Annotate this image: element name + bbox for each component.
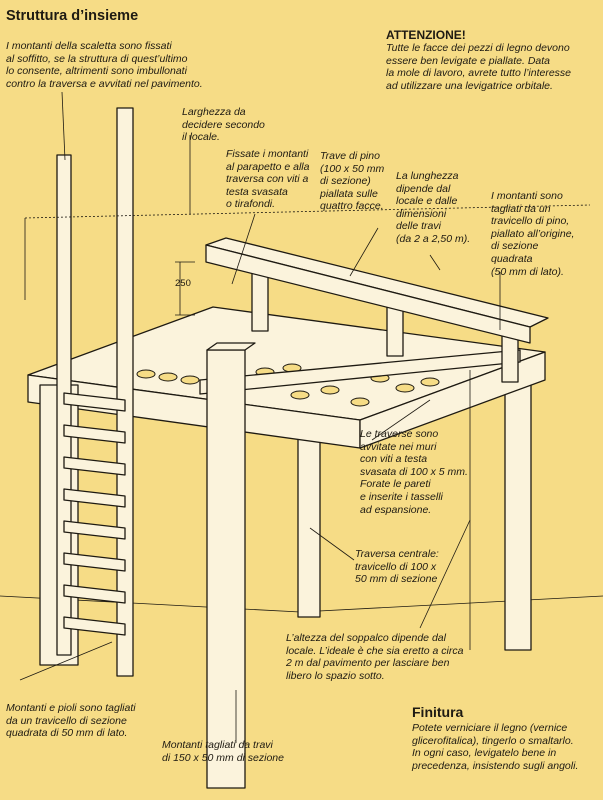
annotation-parapet: Fissate i montanti al parapetto e alla t… xyxy=(226,148,310,211)
attention-text: Tutte le facce dei pezzi di legno devono… xyxy=(386,42,572,92)
annotation-crossbars: Le traverse sono avvitate nei muri con v… xyxy=(360,428,468,516)
annotation-length: La lunghezza dipende dal locale e dalle … xyxy=(396,170,471,245)
front-right-post xyxy=(206,349,246,789)
annotation-rungs: Montanti e pioli sono tagliati da un tra… xyxy=(6,702,136,740)
annotation-uprights: I montanti sono tagliati da un travicell… xyxy=(491,190,575,278)
back-right-post xyxy=(504,377,532,651)
right-beam xyxy=(359,351,546,449)
central-crossbar xyxy=(199,349,521,395)
annotation-posts: Montanti tagliati da travi di 150 x 50 m… xyxy=(162,739,284,764)
finish-text: Potete verniciare il legno (vernice glic… xyxy=(412,722,579,772)
annotation-pine-beam: Trave di pino (100 x 50 mm di sezione) p… xyxy=(320,150,385,213)
attention-heading: ATTENZIONE! xyxy=(386,28,466,42)
annotation-width: Larghezza da decidere secondo il locale. xyxy=(182,106,265,144)
page-title: Struttura d’insieme xyxy=(6,8,139,24)
ladder-rungs xyxy=(63,392,126,636)
finish-heading: Finitura xyxy=(412,704,464,720)
annotation-height: L’altezza del soppalco dipende dal local… xyxy=(286,632,464,682)
annotation-ladder-top: I montanti della scaletta sono fissati a… xyxy=(6,40,203,90)
dimension-250: 250 xyxy=(175,278,191,289)
annotation-central-crossbar: Traversa centrale: travicello di 100 x 5… xyxy=(355,548,439,586)
